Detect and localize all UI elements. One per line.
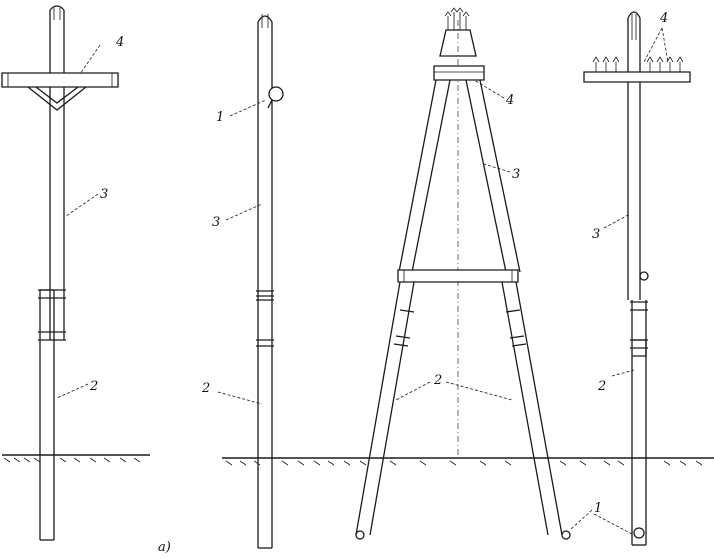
pole-3-label-2: 2: [433, 373, 442, 388]
pole-1: 4 3 2: [1, 5, 124, 541]
pole-1-label-2: 2: [89, 379, 98, 394]
pole-2: 1 3 2: [201, 14, 284, 549]
pole-4-label-2: 2: [597, 379, 606, 394]
pole-1-label-4: 4: [115, 35, 124, 50]
pole-3-label-3: 3: [512, 167, 520, 182]
ground-lines: [2, 454, 714, 466]
pole-3-label-1: 1: [594, 501, 602, 516]
pole-4: 4 3 2: [583, 11, 691, 546]
pole-4-label-3: 3: [592, 227, 600, 242]
pole-2-label-3: 3: [212, 215, 220, 230]
figure-caption: а): [158, 540, 171, 555]
pole-2-label-1: 1: [216, 110, 224, 125]
pole-3-label-4: 4: [505, 93, 514, 108]
pole-2-label-2: 2: [201, 381, 210, 396]
pole-3: 4 3 2 1: [355, 7, 602, 540]
pole-4-label-4: 4: [659, 11, 668, 26]
pole-1-label-3: 3: [100, 187, 108, 202]
